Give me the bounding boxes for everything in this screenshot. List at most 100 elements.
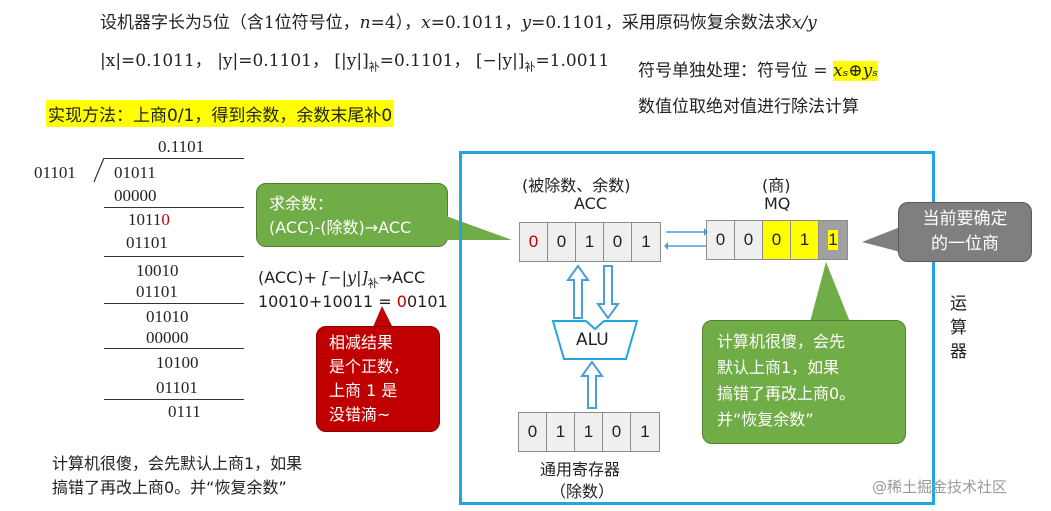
acc-bit: 0 [548,223,576,261]
mq-bit: 0 [763,221,791,259]
gpr-bit: 0 [519,413,547,451]
abs-y: |y|=0.1101， [217,51,329,71]
title-n: n [359,13,371,33]
callout-current: 当前要确定 的一位商 [898,202,1032,262]
formula-pre: (ACC)+ [258,268,322,287]
abs-x: |x|=0.1011， [100,51,212,71]
watermark: @稀土掘金技术社区 [872,478,1008,496]
mq-label-2: MQ [764,194,791,213]
abs-y-comp-sub: 补 [368,60,380,74]
division-line-4 [104,348,244,349]
acc-label-1: (被除数、余数) [522,176,631,195]
callout-computer-line-3: 搞错了再改上商0。 [717,384,856,403]
acc-bit: 0 [604,223,632,261]
sign-note-line2: 数值位取绝对值进行除法计算 [638,97,859,117]
division-bracket [93,158,105,183]
formula-line-2: 10010+10011 = 00101 [258,292,448,311]
bottom-note-line-2: 搞错了再改上商0。并“恢复余数” [52,478,287,497]
mq-label-1: (商) [762,176,791,195]
alu [552,320,638,360]
callout-computer: 计算机很傻，会先 默认上商1，如果 搞错了再改上商0。 并“恢复余数” [702,320,906,444]
formula2-post: 0101 [406,292,448,311]
mq-bit: 0 [735,221,763,259]
sign-note: 符号单独处理：符号位 = xₛ⊕yₛ [638,56,878,81]
callout-computer-line-1: 计算机很傻，会先 [717,332,846,351]
gpr-alu-arrow [580,360,604,409]
callout-positive: 相减结果 是个正数， 上商 1 是 没错滴~ [316,326,440,432]
acc-bit: 0 [520,223,548,261]
gpr-bit: 1 [547,413,575,451]
callout-current-line-1: 当前要确定 [922,209,1008,229]
neg-abs-y-comp-sub: 补 [524,60,536,74]
division-line-1 [104,207,244,208]
gpr-label-2: （除数） [550,482,615,501]
mq-register: 0 0 0 1 1 [706,220,848,260]
formula-sub: 补 [367,277,379,291]
division-row-5: 10010 [136,261,179,280]
callout-computer-tail [810,262,850,322]
gpr-bit: 1 [640,422,650,441]
division-row-4: 01101 [126,233,168,252]
callout-positive-line-1: 相减结果 [329,333,394,352]
side-label-3: 器 [950,342,967,362]
division-line-2 [104,256,244,257]
mq-bit-current: 1 [819,221,847,259]
callout-remainder: 求余数： (ACC)-(除数)→ACC [256,183,448,247]
title-x: x [421,13,431,33]
alu-unit-box [459,151,935,505]
gpr-label-1: 通用寄存器 [540,460,621,479]
sign-note-label: 符号单独处理：符号位 = [638,61,834,81]
division-row-6: 01101 [136,282,178,301]
title-n-val: =4）， [370,13,422,33]
side-label-1: 运 [950,294,967,314]
callout-remainder-tail [446,216,512,240]
title-xy: x/y [791,13,817,33]
gpr-register: 0 1 1 0 1 [518,412,660,452]
division-row-7: 01010 [146,307,189,326]
method-note: 实现方法：上商0/1，得到余数，余数末尾补0 [46,100,395,127]
acc-register: 0 0 1 0 1 [519,222,661,262]
callout-positive-line-4: 没错滴~ [329,405,391,424]
callout-current-line-2: 的一位商 [931,234,999,254]
side-label-2: 算 [950,318,967,338]
division-top-line [104,158,244,159]
acc-mq-arrows [664,228,708,250]
title-x-val: =0.1011， [430,13,522,33]
division-row-8: 00000 [146,328,189,347]
neg-abs-y-comp: [−|y|] [475,51,525,71]
acc-bit: 1 [576,223,604,261]
mq-bit: 1 [791,221,819,259]
acc-alu-arrows [566,264,620,320]
bottom-note: 计算机很傻，会先默认上商1，如果 搞错了再改上商0。并“恢复余数” [52,452,302,500]
division-row-10: 01101 [156,378,198,397]
abs-values-line: |x|=0.1011， |y|=0.1101， [|y|]补=0.1101， [… [100,46,609,74]
side-label: 运 算 器 [950,292,967,364]
abs-y-comp-val: =0.1101， [379,51,471,71]
abs-y-comp: [|y|] [334,51,369,71]
callout-current-tail [862,224,908,254]
callout-remainder-line-2: (ACC)-(除数)→ACC [269,218,412,237]
callout-remainder-line-1: 求余数： [269,194,334,213]
title-y-val: =0.1101，采用原码恢复余数法求 [531,13,792,33]
division-row-9: 10100 [156,353,199,372]
gpr-bit: 1 [575,413,603,451]
title-prefix: 设机器字长为5位（含1位符号位， [100,13,360,33]
sign-note-expr: xₛ⊕yₛ [833,61,878,81]
division-line-5 [104,399,244,400]
acc-bit: 1 [641,232,651,251]
division-line-3 [104,303,244,304]
division-divisor: 01101 [34,163,76,182]
formula2-red: 0 [396,292,407,311]
callout-computer-line-2: 默认上商1，如果 [717,358,840,377]
formula-post: →ACC [378,268,426,287]
title-y: y [521,13,532,33]
callout-positive-line-2: 是个正数， [329,357,410,376]
division-row-3: 10110 [128,210,170,229]
formula-line-1: (ACC)+ [−|y|]补→ACC [258,268,425,291]
alu-label: ALU [576,330,609,350]
division-row-2: 00000 [114,186,157,205]
division-row-11: 0111 [168,402,201,421]
acc-label-2: ACC [574,194,608,213]
mq-bit-current-value: 1 [828,230,838,250]
formula2-pre: 10010+10011 = [258,292,397,311]
